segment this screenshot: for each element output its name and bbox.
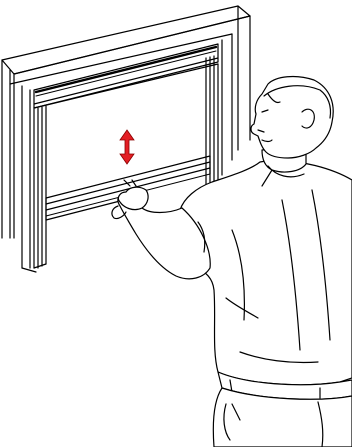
double-arrow-icon <box>120 130 134 164</box>
roller-cassette <box>34 44 218 108</box>
head <box>251 77 333 158</box>
